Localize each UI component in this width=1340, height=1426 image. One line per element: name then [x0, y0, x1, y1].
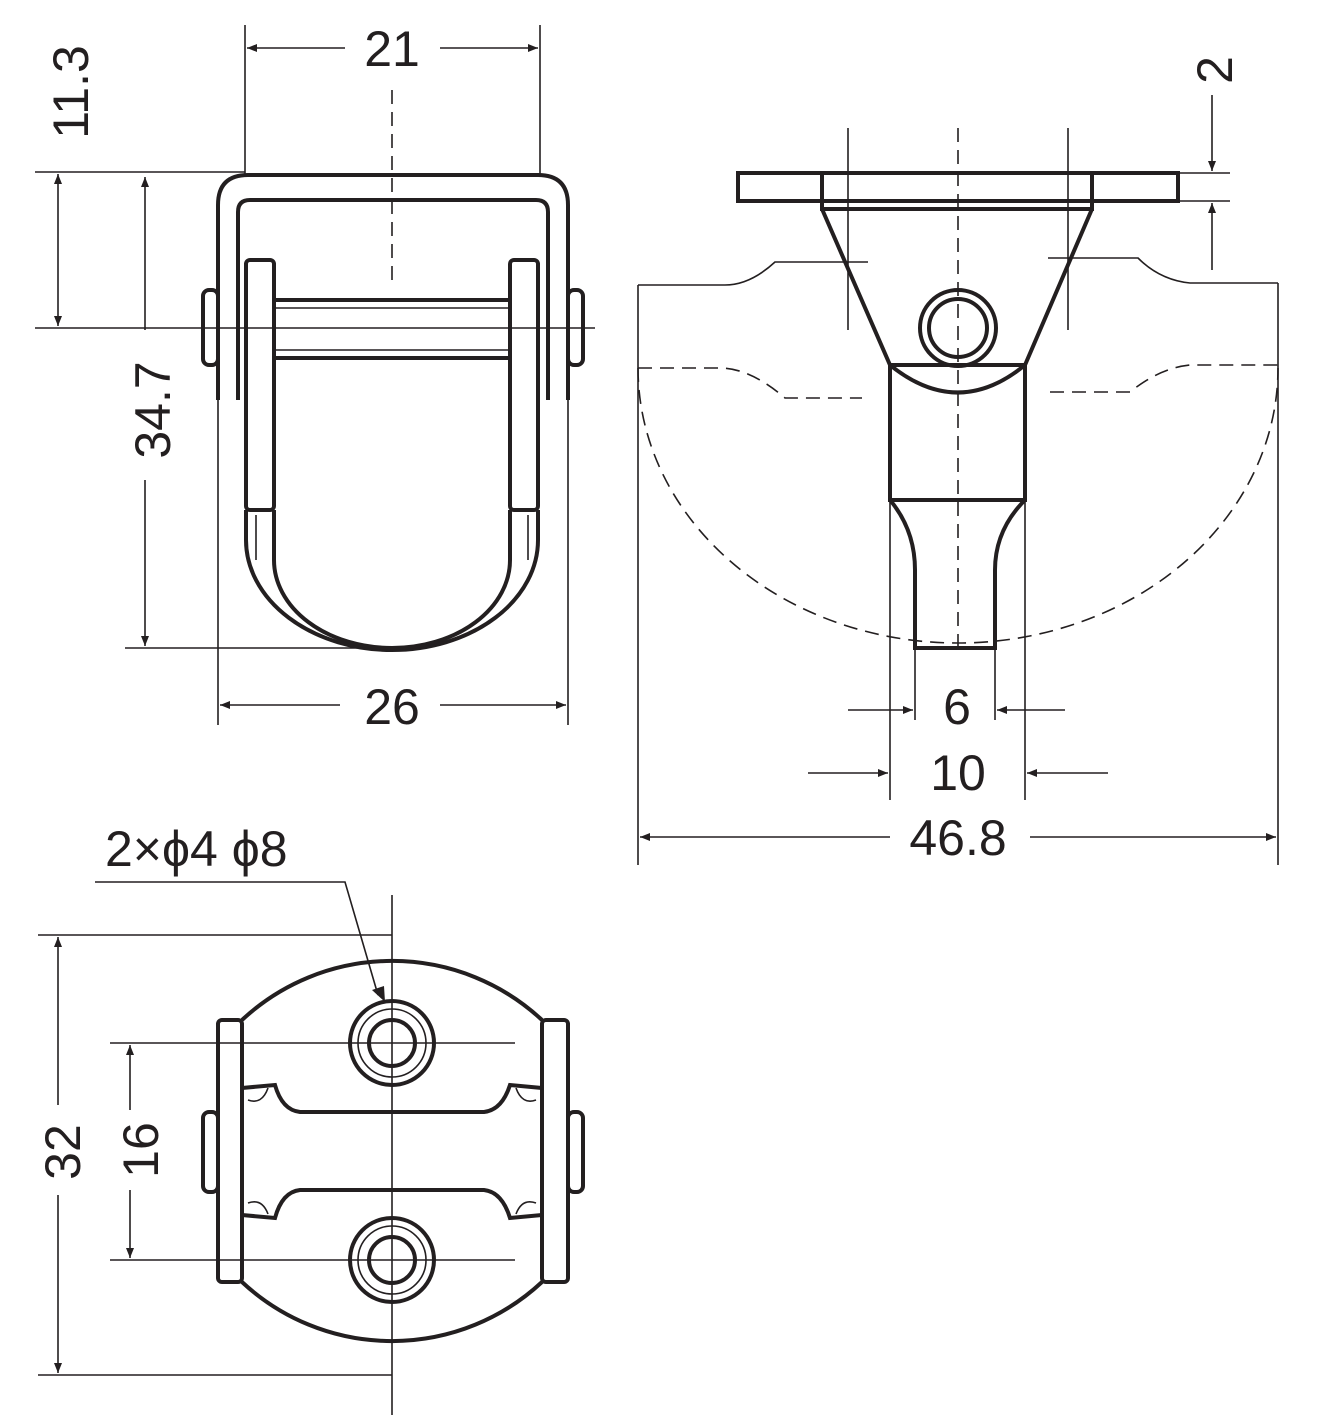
dim-side-swing-width: 46.8: [909, 810, 1006, 866]
bottom-view: 2×ϕ4 ϕ8 16 32: [35, 821, 585, 1415]
dim-side-plate-thickness: 2: [1187, 56, 1243, 84]
dim-front-height: 34.7: [125, 361, 181, 458]
dim-front-width-top: 21: [364, 21, 420, 77]
dim-side-stem-width: 10: [930, 745, 986, 801]
side-view: 2 6 10 46.8: [637, 56, 1279, 866]
front-view: 21 11.3 34.7 26: [35, 21, 595, 735]
bottom-hole-note: 2×ϕ4 ϕ8: [105, 821, 288, 877]
dim-front-width-bottom: 26: [364, 679, 420, 735]
dim-bottom-height: 32: [35, 1124, 91, 1180]
dim-front-offset: 11.3: [43, 45, 99, 139]
dim-side-tip-width: 6: [943, 679, 971, 735]
dim-bottom-hole-pitch: 16: [113, 1122, 169, 1178]
